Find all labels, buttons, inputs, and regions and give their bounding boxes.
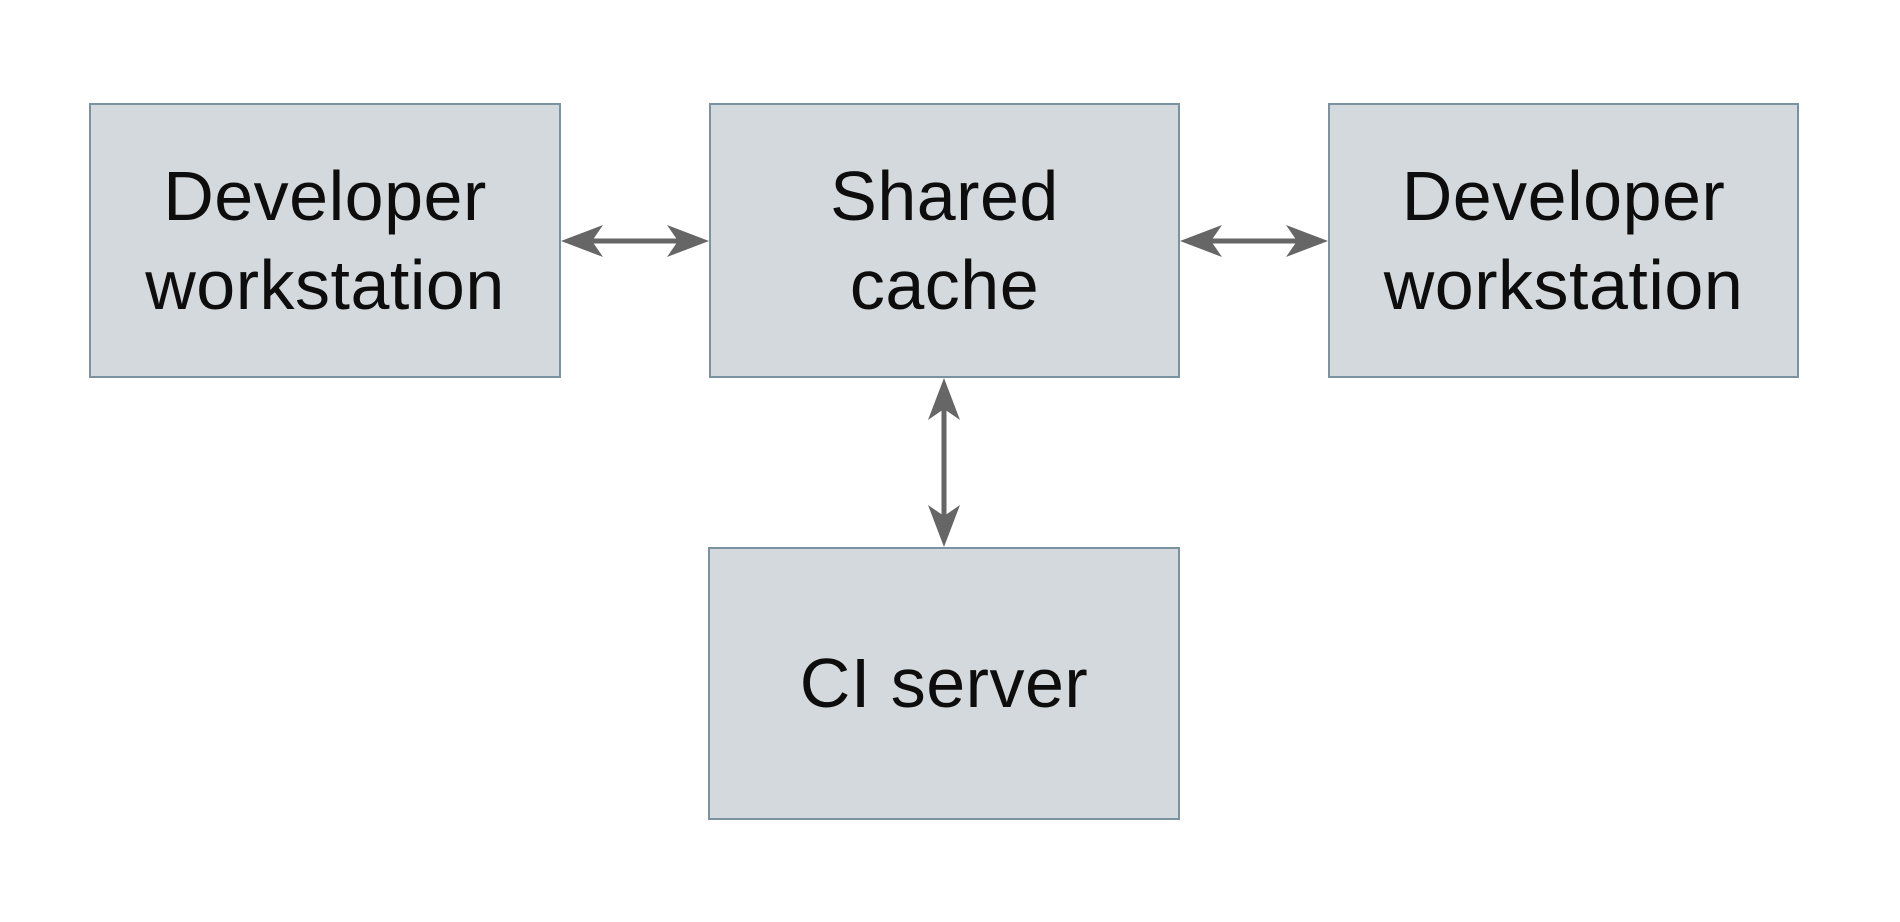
node-ci-server: CI server [708, 547, 1180, 820]
node-label-line: CI server [799, 644, 1089, 722]
node-developer-workstation-left: Developer workstation [89, 103, 561, 378]
node-label-line: cache [849, 245, 1040, 324]
node-developer-workstation-right: Developer workstation [1328, 103, 1799, 378]
node-label-line: Developer [1401, 156, 1726, 235]
double-arrow-cache-devright-icon [1180, 225, 1328, 257]
node-label-line: workstation [1383, 245, 1744, 324]
node-label-line: Developer [163, 156, 487, 235]
node-label-line: workstation [145, 245, 505, 324]
double-arrow-devleft-cache-icon [561, 225, 709, 257]
node-shared-cache: Shared cache [709, 103, 1180, 378]
double-arrow-cache-ciserver-icon [928, 378, 960, 547]
node-label-line: Shared [830, 156, 1059, 235]
